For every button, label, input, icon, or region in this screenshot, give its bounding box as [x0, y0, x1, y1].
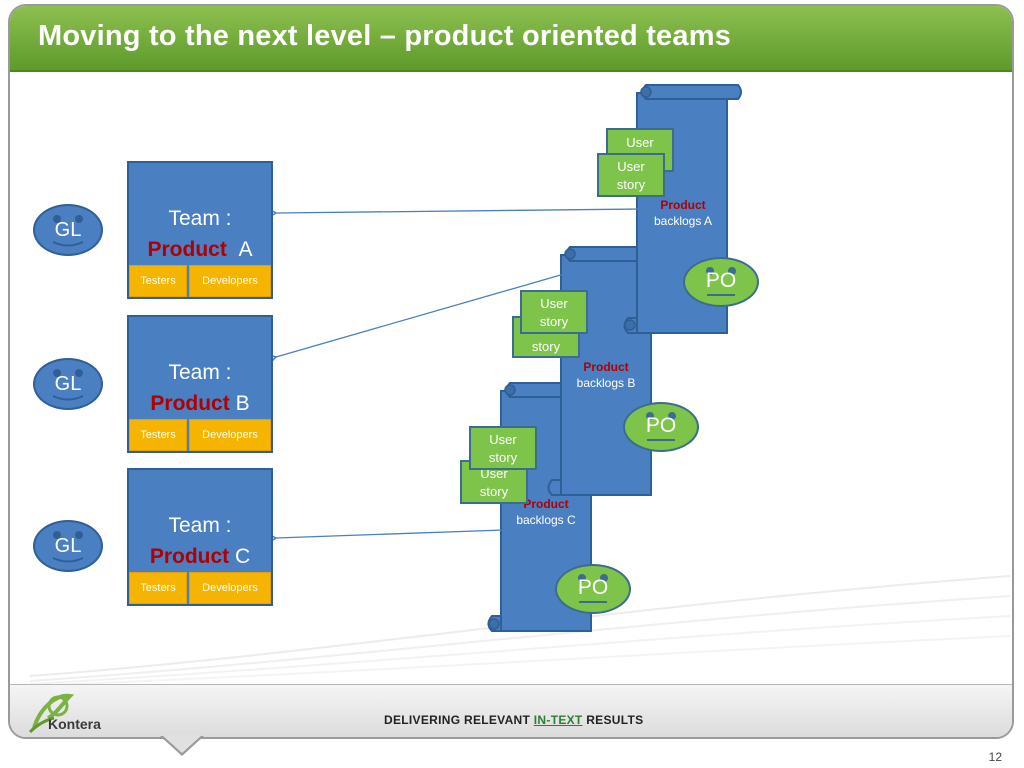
gl-label: GL [54, 219, 82, 241]
team-c-box: Team : Product C Testers Developers [127, 468, 273, 606]
team-label: Team : [168, 514, 232, 537]
gl-label: GL [54, 373, 82, 395]
po-label: PO [577, 576, 609, 599]
product-owner-a-face-icon: PO [683, 257, 759, 307]
product-word: Product [147, 238, 227, 261]
product-word: Product [149, 545, 230, 568]
group-lead-b-face-icon: GL [33, 358, 103, 410]
face-features-icon [646, 412, 676, 441]
face-features-icon [52, 215, 84, 247]
arrow-backlog-c-to-team-c [263, 529, 505, 546]
testers-label: Testers [129, 419, 187, 451]
story-text: story [539, 314, 569, 329]
story-text: story [479, 484, 509, 499]
footer-bar [10, 684, 1012, 737]
footer-tagline: DELIVERING RELEVANT IN-TEXT RESULTS [384, 713, 643, 727]
story-text: User [617, 159, 645, 174]
product-word: Product [583, 360, 629, 374]
developers-label: Developers [189, 572, 271, 604]
user-story-card: User story [597, 153, 665, 197]
backlog-a-label: Product backlogs A [642, 197, 724, 229]
footer-notch-inner [162, 735, 202, 753]
po-label: PO [705, 269, 737, 292]
developers-label: Developers [189, 419, 271, 451]
group-lead-c-face-icon: GL [33, 520, 103, 572]
team-letter: C [235, 545, 251, 568]
kontera-logo-icon [28, 693, 75, 734]
story-text: story [616, 177, 646, 192]
backlog-label: backlogs A [653, 214, 713, 228]
face-features-icon [578, 574, 608, 603]
product-owner-c-face-icon: PO [555, 564, 631, 614]
slide-title: Moving to the next level – product orien… [38, 20, 732, 52]
team-b-name: Team : Product B [129, 357, 271, 419]
team-b-box: Team : Product B Testers Developers [127, 315, 273, 453]
story-text: story [531, 339, 561, 354]
product-word: Product [523, 497, 569, 511]
backlog-label: backlogs B [576, 376, 636, 390]
story-text: story [488, 450, 518, 465]
background-swoosh [29, 575, 1011, 686]
user-story-card: User story [469, 426, 537, 470]
testers-label: Testers [129, 572, 187, 604]
page-number: 12 [988, 750, 1002, 764]
kontera-logo-text: Kontera [48, 716, 101, 732]
tagline-part: RESULTS [582, 713, 644, 727]
tagline-emphasis: IN-TEXT [533, 713, 583, 727]
arrow-backlog-b-to-team-b [262, 273, 565, 368]
team-a-name: Team : Product A [129, 203, 271, 265]
story-text: User [626, 135, 654, 150]
testers-label: Testers [129, 265, 187, 297]
backlog-c-label: Product backlogs C [505, 496, 587, 528]
backlog-b-label: Product backlogs B [565, 359, 647, 391]
face-features-icon [52, 531, 84, 563]
team-label: Team : [168, 361, 232, 384]
gl-label: GL [54, 535, 82, 557]
po-label: PO [645, 414, 677, 437]
scroll-b-curl [547, 479, 562, 496]
team-label: Team : [168, 207, 232, 230]
developers-label: Developers [189, 265, 271, 297]
title-bar: Moving to the next level – product orien… [10, 6, 1012, 72]
team-c-name: Team : Product C [129, 510, 271, 572]
story-text: User [489, 432, 517, 447]
arrow-backlog-a-to-team-a [263, 205, 641, 221]
backlog-label: backlogs C [516, 513, 576, 527]
user-story-card: User story [520, 290, 588, 334]
tagline-part: DELIVERING RELEVANT [384, 713, 534, 727]
group-lead-a-face-icon: GL [33, 204, 103, 256]
team-letter: B [235, 392, 250, 415]
story-text: User [540, 296, 568, 311]
team-letter: A [238, 238, 253, 261]
product-word: Product [150, 392, 230, 415]
product-owner-b-face-icon: PO [623, 402, 699, 452]
face-features-icon [706, 267, 736, 296]
product-word: Product [660, 198, 706, 212]
team-a-box: Team : Product A Testers Developers [127, 161, 273, 299]
face-features-icon [52, 369, 84, 401]
